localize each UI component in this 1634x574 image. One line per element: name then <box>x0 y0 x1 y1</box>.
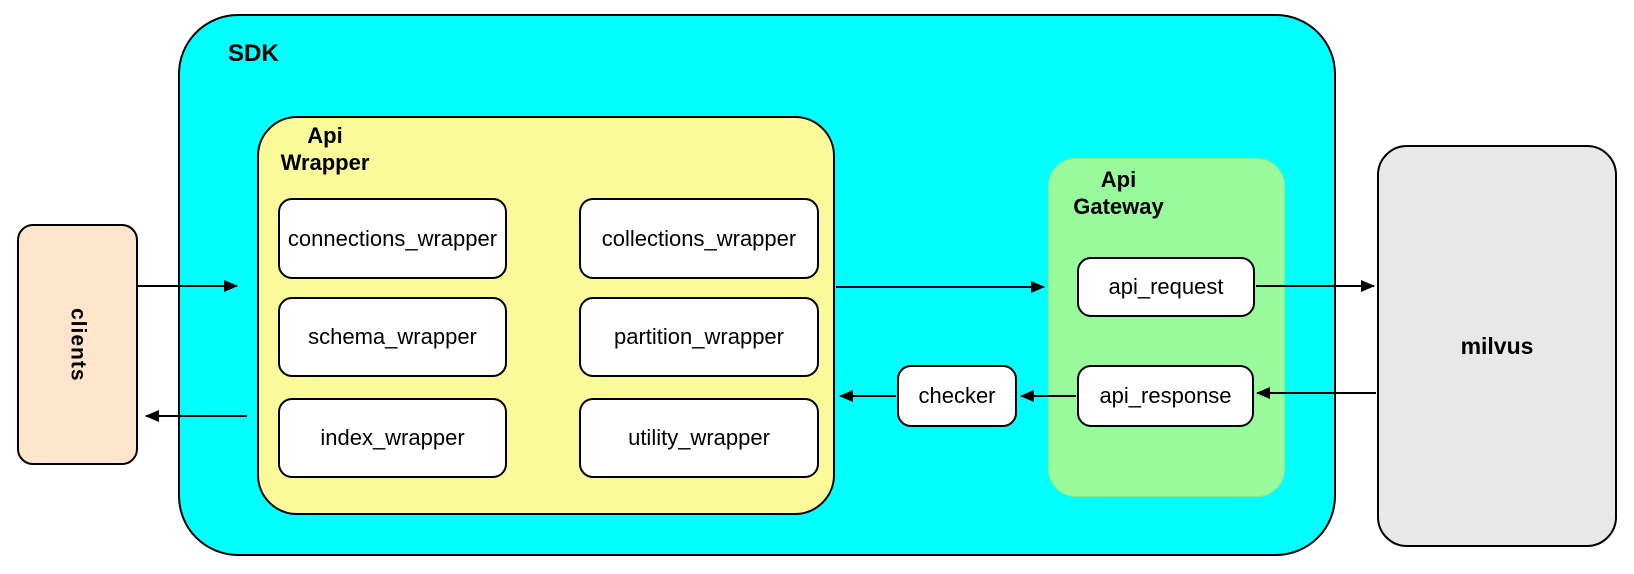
node-partition-wrapper-label: partition_wrapper <box>614 324 784 349</box>
node-index-wrapper: index_wrapper <box>278 398 507 478</box>
node-connections-wrapper-label: connections_wrapper <box>287 225 498 251</box>
node-milvus-label: milvus <box>1460 332 1534 359</box>
node-milvus: milvus <box>1377 145 1617 547</box>
node-clients: clients <box>17 224 138 465</box>
api-gateway-label: Api Gateway <box>1073 167 1164 219</box>
api-wrapper-container: Api Wrapper connections_wrapper collecti… <box>257 116 835 515</box>
node-api-response: api_response <box>1077 365 1254 427</box>
node-collections-wrapper: collections_wrapper <box>579 198 819 279</box>
node-schema-wrapper-label: schema_wrapper <box>308 324 477 349</box>
node-checker-label: checker <box>918 383 996 408</box>
node-index-wrapper-label: index_wrapper <box>320 425 465 450</box>
node-schema-wrapper: schema_wrapper <box>278 297 507 377</box>
node-partition-wrapper: partition_wrapper <box>579 297 819 377</box>
api-wrapper-label: Api Wrapper <box>280 123 370 175</box>
node-clients-label: clients <box>66 307 90 382</box>
api-gateway-container: Api Gateway <box>1048 158 1285 497</box>
node-utility-wrapper-label: utility_wrapper <box>628 425 770 450</box>
node-connections-wrapper: connections_wrapper <box>278 198 507 279</box>
node-api-response-label: api_response <box>1099 383 1232 408</box>
node-api-request: api_request <box>1077 257 1255 317</box>
sdk-label: SDK <box>228 40 279 67</box>
node-checker: checker <box>897 365 1017 427</box>
node-utility-wrapper: utility_wrapper <box>579 398 819 478</box>
node-api-request-label: api_request <box>1108 274 1224 299</box>
node-collections-wrapper-label: collections_wrapper <box>601 225 797 251</box>
